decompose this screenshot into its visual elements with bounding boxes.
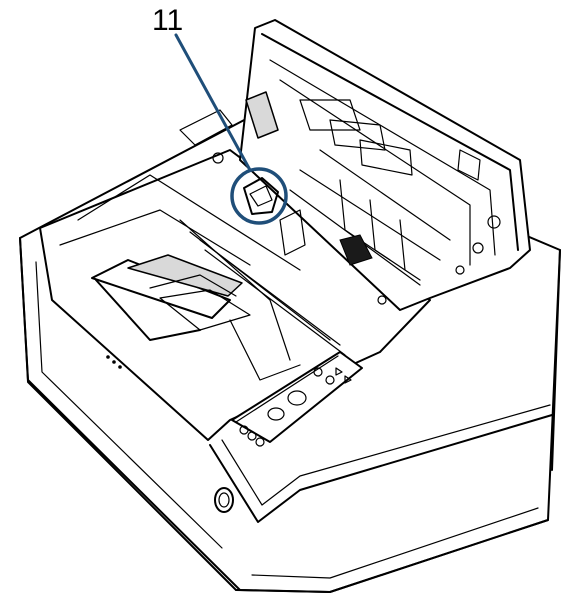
side-indicator-dot xyxy=(112,360,116,364)
side-indicator-dot xyxy=(118,365,122,369)
callout-number: 11 xyxy=(152,4,183,37)
callout-leader-line xyxy=(174,33,252,172)
adf-upper-unit xyxy=(239,19,531,311)
highlighted-part xyxy=(230,167,288,225)
callout-highlight-circle xyxy=(230,167,288,225)
side-indicator-dot xyxy=(106,355,110,359)
paper-chute xyxy=(91,254,251,341)
operator-panel xyxy=(231,351,363,447)
inner-parts xyxy=(179,109,387,305)
power-button xyxy=(214,487,234,513)
